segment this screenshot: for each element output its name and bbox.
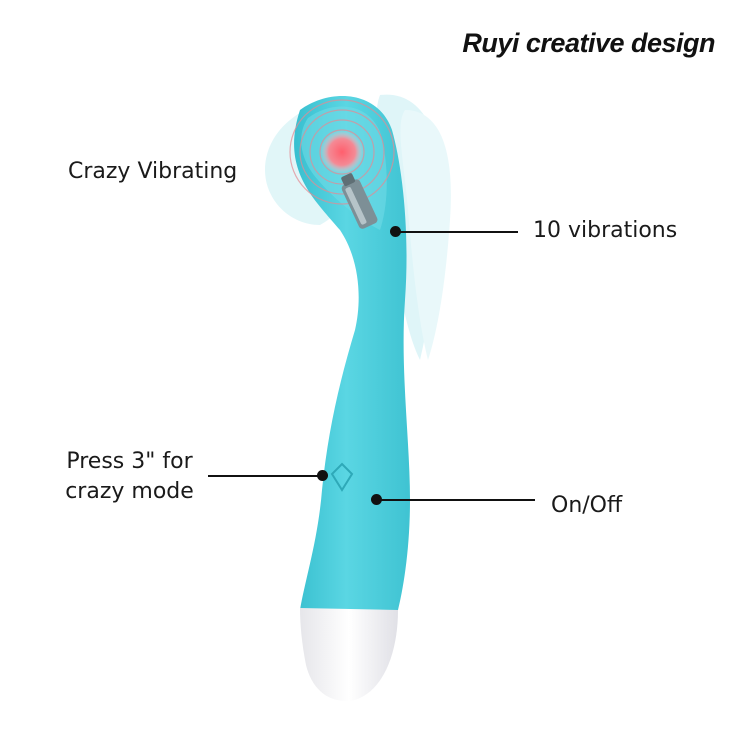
callout-dot-onoff	[371, 494, 382, 505]
callout-press-crazy-mode: Press 3" for crazy mode	[62, 447, 197, 507]
callout-dot-press	[317, 470, 328, 481]
callout-crazy-vibrating: Crazy Vibrating	[68, 159, 238, 184]
callout-dot-vibrations	[390, 226, 401, 237]
callout-line-vibrations	[396, 231, 518, 233]
callout-press-line1: Press 3" for	[66, 449, 193, 474]
motor-glow-icon	[320, 130, 364, 174]
callout-10-vibrations: 10 vibrations	[533, 218, 678, 243]
motor-icon	[341, 173, 378, 229]
power-button-icon	[330, 462, 354, 492]
brand-title: Ruyi creative design	[462, 28, 715, 58]
callout-press-line2: crazy mode	[65, 479, 194, 504]
callout-line-press	[208, 475, 320, 477]
product-tip	[300, 608, 398, 701]
callout-line-onoff	[377, 499, 535, 501]
callout-on-off: On/Off	[551, 493, 623, 518]
